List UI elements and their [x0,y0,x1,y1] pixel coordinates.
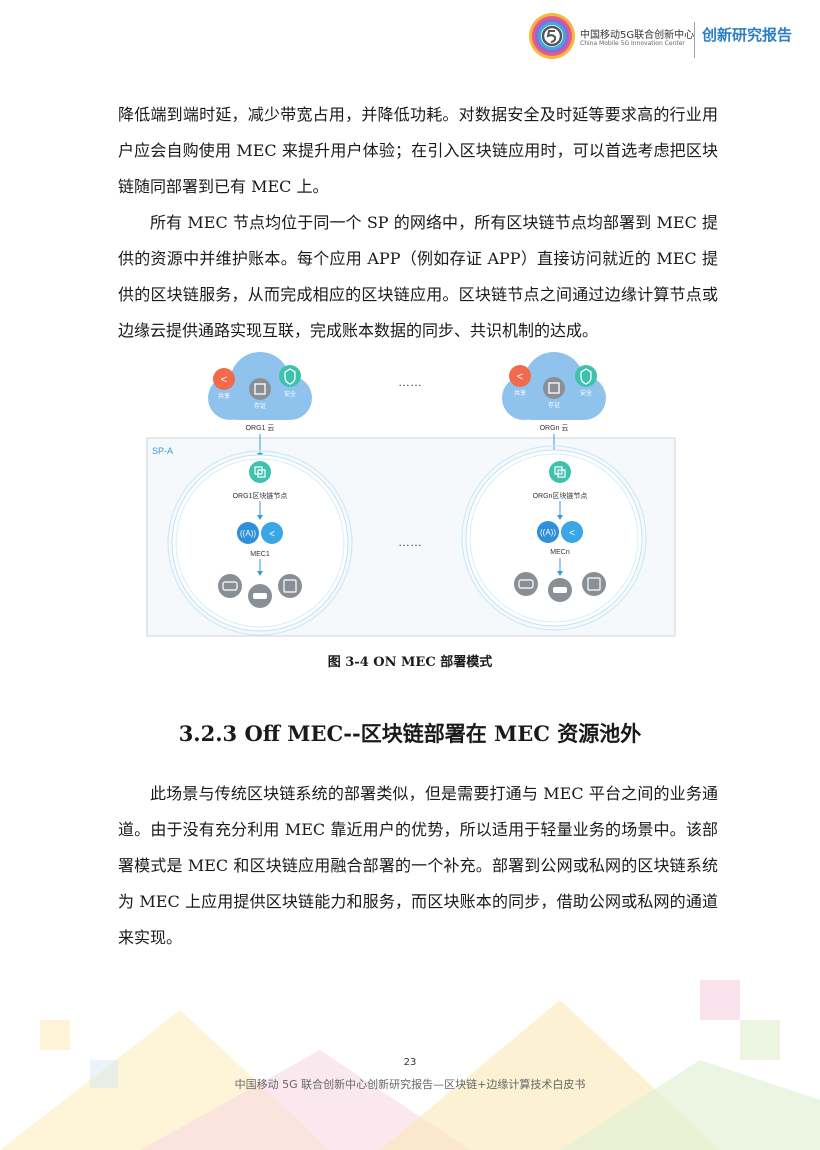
svg-text:<: < [517,371,523,383]
left-secure-label: 安全 [284,390,296,398]
page-number: 23 [403,1057,417,1068]
left-terminal-device-icon [278,574,302,598]
right-outer-ring [461,445,647,631]
footer-title: 中国移动 5G 联合创新中心创新研究报告—区块链+边缘计算技术白皮书 [234,1078,586,1091]
svg-text:<: < [269,529,275,540]
svg-text:<: < [221,374,227,386]
right-cloud-label: ORGn 云 [540,424,569,432]
footer-decoration [0,980,820,1150]
paragraph-2: 所有 MEC 节点均位于同一个 SP 的网络中，所有区块链节点均部署到 MEC … [118,213,718,340]
cmcc-5g-logo-icon [529,13,575,59]
page-header: 中国移动5G联合创新中心 China Mobile 5G Innovation … [0,0,820,80]
left-cloud-label: ORG1 云 [246,424,275,432]
left-blockchain-node-icon [249,461,271,483]
paragraph-1: 降低端到端时延，减少带宽占用，并降低功耗。对数据安全及时延等要求高的行业用户应会… [118,105,718,196]
left-mec-label: MEC1 [250,551,270,558]
ellipsis-top: …… [398,375,422,389]
right-blockchain-node-icon [549,461,571,483]
right-mec-share-icon [561,521,583,543]
figure-caption: 图 3-4 ON MEC 部署模式 [327,655,493,670]
right-node-label: ORGn区块链节点 [533,491,588,500]
right-mec-label: MECn [550,549,570,556]
left-outer-ring [167,450,353,636]
svg-text:((A)): ((A)) [540,528,556,537]
report-title: 创新研究报告 [702,26,793,44]
org-name-cn: 中国移动5G联合创新中心 [580,30,695,41]
ellipsis-middle: …… [398,535,422,549]
left-share-icon [213,368,235,390]
right-terminal-device-icon [582,572,606,596]
left-share-label: 共享 [218,392,230,400]
left-mec-antenna-icon [237,522,259,544]
right-vr-device-icon [514,572,538,596]
left-org-group: < 共享 存证 安全 ORG1 云 ORG1区块链节点 ((A)) < MEC1 [167,352,353,636]
svg-text:<: < [569,528,575,539]
right-store-icon [543,377,565,399]
section-heading: 3.2.3 Off MEC--区块链部署在 MEC 资源池外 [178,721,642,746]
paragraph-3: 此场景与传统区块链系统的部署类似，但是需要打通与 MEC 平台之间的业务通道。由… [118,784,718,947]
left-node-label: ORG1区块链节点 [233,491,288,500]
left-secure-icon [279,365,301,387]
right-share-icon [509,365,531,387]
right-store-label: 存证 [548,401,560,409]
left-store-icon [249,378,271,400]
on-mec-deployment-figure: SP-A < 共享 存证 安全 ORG1 云 ORG1区块链节点 [146,352,676,637]
sp-a-label: SP-A [152,446,173,456]
svg-text:((A)): ((A)) [240,529,256,538]
right-mec-antenna-icon [537,521,559,543]
header-divider [694,22,695,58]
right-share-label: 共享 [514,389,526,397]
right-secure-icon [575,365,597,387]
left-store-label: 存证 [254,402,266,410]
left-mec-share-icon [261,522,283,544]
left-vr-device-icon [218,574,242,598]
org-name-en: China Mobile 5G Innovation Center [580,40,685,47]
right-secure-label: 安全 [580,389,592,397]
right-org-group: < 共享 存证 安全 ORGn 云 ORGn区块链节点 ((A)) < MECn [461,352,647,631]
